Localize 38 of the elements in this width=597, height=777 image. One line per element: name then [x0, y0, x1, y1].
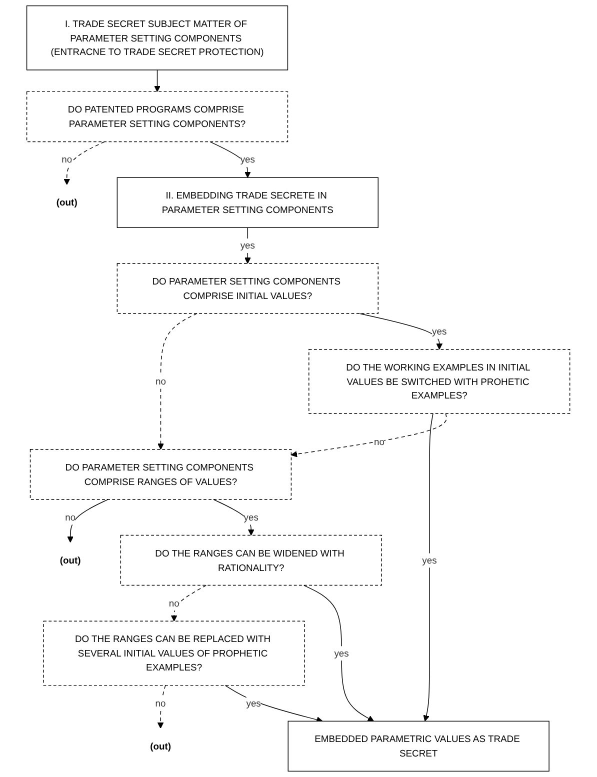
- arrow: [154, 70, 161, 92]
- arrow: [359, 313, 443, 350]
- edge-label: yes: [422, 554, 438, 566]
- arrow: [304, 584, 374, 722]
- node-box: DO PATENTED PROGRAMS COMPRISE PARAMETER SETTING COMPONENTS?: [26, 91, 288, 142]
- node-text: (out): [60, 554, 81, 566]
- arrow: [171, 584, 207, 622]
- node-box: EMBEDDED PARAMETRIC VALUES AS TRADE SECRET: [288, 720, 550, 772]
- arrow: [213, 499, 254, 536]
- arrow: [158, 313, 198, 450]
- node-text: (out): [150, 740, 172, 752]
- arrow: [291, 413, 448, 458]
- edge-label: yes: [244, 512, 259, 523]
- node-box: DO THE RANGES CAN BE WIDENED WITH RATIONALITY?: [120, 534, 382, 586]
- arrow: [210, 141, 252, 178]
- arrow: [224, 684, 323, 723]
- edge-label: no: [374, 436, 385, 448]
- node-box: DO PARAMETER SETTING COMPONENTS COMPRISE RANGES OF VALUES?: [30, 449, 292, 500]
- node-text: (out): [56, 196, 78, 208]
- edge-label: no: [155, 698, 166, 708]
- node-box: I. TRADE SECRET SUBJECT MATTER OF PARAMETER SETTING COMPONENTS (ENTRACNE TO TRADE SECRET PROTECTION): [26, 5, 288, 70]
- node-box: DO THE RANGES CAN BE REPLACED WITH SEVERAL INITIAL VALUES OF PROPHETIC EXAMPLES?: [43, 620, 306, 686]
- edge-label: no: [169, 598, 180, 608]
- edge-label: no: [156, 376, 166, 387]
- node-box: DO THE WORKING EXAMPLES IN INITIAL VALUES BE SWITCHED WITH PROHETIC EXAMPLES?: [308, 349, 570, 414]
- edge-label: yes: [240, 240, 256, 251]
- edge-label: no: [62, 154, 72, 165]
- arrow: [158, 684, 166, 729]
- edge-label: yes: [334, 648, 350, 658]
- edge-label: no: [65, 512, 76, 523]
- arrow: [67, 499, 109, 543]
- node-box: II. EMBEDDING TRADE SECRETE IN PARAMETER SETTING COMPONENTS: [117, 177, 379, 228]
- arrow: [423, 413, 434, 722]
- edge-label: yes: [432, 326, 447, 337]
- edge-label: yes: [246, 698, 262, 708]
- edge-label: yes: [240, 154, 256, 165]
- node-box: DO PARAMETER SETTING COMPONENTS COMPRISE INITIAL VALUES?: [117, 263, 379, 314]
- arrow: [64, 141, 106, 185]
